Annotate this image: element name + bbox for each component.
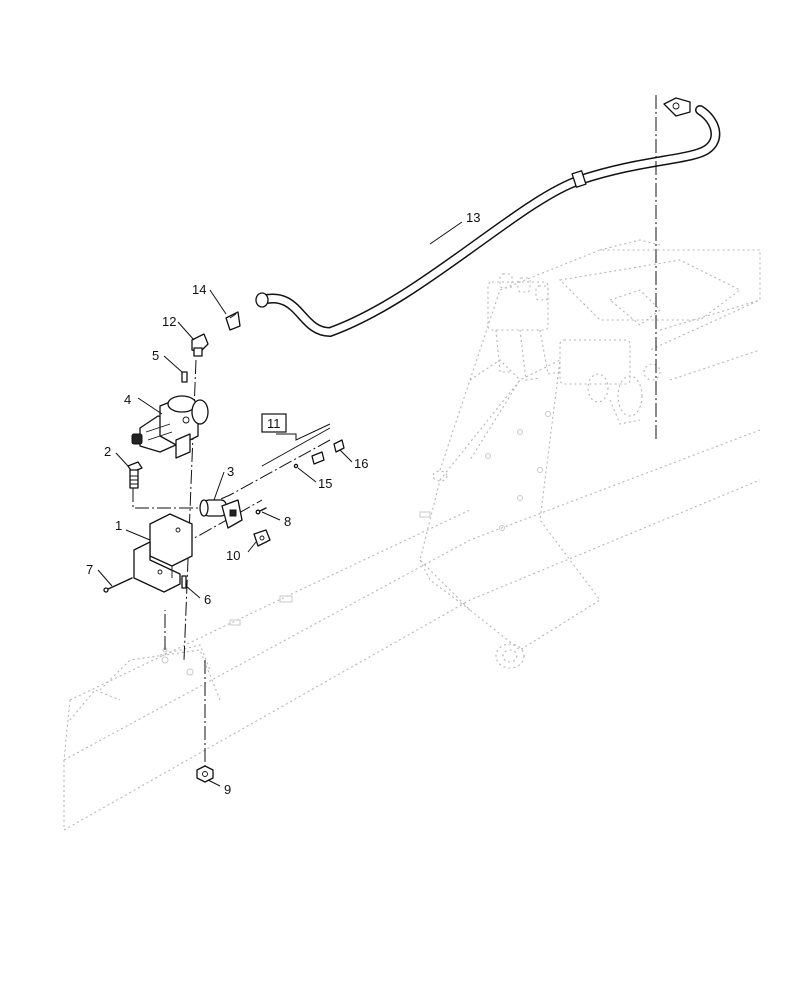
screw-5 [181,371,188,383]
assembly-centerlines [132,95,657,770]
nut-9 [196,765,214,783]
callout-10: 10 [226,548,240,563]
callout-13: 13 [466,210,480,225]
callout-11-box [261,413,287,433]
callout-5: 5 [152,348,159,363]
callout-6: 6 [204,592,211,607]
pin-7 [103,577,133,593]
callout-16: 16 [354,456,368,471]
clamp-10 [253,529,271,547]
pin-6 [181,575,187,589]
callout-15: 15 [318,476,332,491]
bolt-2 [127,461,143,489]
callout-9: 9 [224,782,231,797]
callout-3: 3 [227,464,234,479]
pump-assembly [131,395,209,459]
hose-clamp-14 [225,311,241,331]
leader-lines [97,221,463,787]
kit-bracket-11 [261,423,331,467]
valve-manifold-ghost [487,273,661,425]
callout-4: 4 [124,392,131,407]
callout-1: 1 [115,518,122,533]
callout-11: 11 [267,416,281,431]
callout-labels: 1 2 3 4 5 6 7 8 9 10 11 12 13 14 15 16 [86,210,480,797]
mounting-bracket [133,513,193,593]
callout-7: 7 [86,562,93,577]
callout-2: 2 [104,444,111,459]
callout-8: 8 [284,514,291,529]
connector-15 [293,451,325,469]
machine-frame-ghost [63,239,761,831]
hydraulic-hose [255,97,721,338]
fitting-8 [255,507,267,515]
callout-12: 12 [162,314,176,329]
solenoid-valve [199,499,243,529]
elbow-fitting-12 [191,333,209,357]
callout-14: 14 [192,282,206,297]
plug-16 [333,439,345,453]
